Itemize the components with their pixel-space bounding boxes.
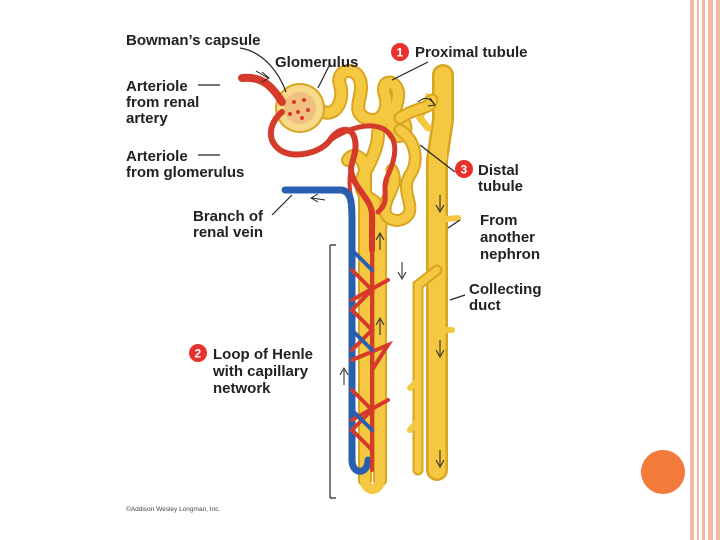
label-henle-line2: with capillary <box>212 363 309 380</box>
label-renal-vein-line2: renal vein <box>193 224 263 241</box>
label-arteriole-glomerulus-line2: from glomerulus <box>126 164 244 181</box>
label-bowmans-capsule: Bowman’s capsule <box>126 32 261 49</box>
badge-henle <box>189 344 207 362</box>
label-collecting-duct-line1: Collecting <box>469 281 542 298</box>
label-distal-line2: tubule <box>478 178 523 195</box>
capillary-network <box>349 248 394 472</box>
label-henle-line3: network <box>213 380 271 397</box>
arteriole-vessels <box>238 73 398 253</box>
label-another-nephron-line3: nephron <box>480 246 540 263</box>
badge-henle-number: 2 <box>195 347 202 361</box>
nephron-tubule <box>313 64 439 494</box>
collecting-duct <box>407 64 461 481</box>
label-distal-line1: Distal <box>478 162 519 179</box>
label-another-nephron-line1: From <box>480 212 518 229</box>
bowmans-capsule <box>275 83 325 133</box>
decorative-stripe <box>690 0 694 540</box>
decorative-stripe <box>716 0 720 540</box>
badge-distal-number: 3 <box>461 163 468 177</box>
label-arteriole-glomerulus-line1: Arteriole <box>126 148 188 165</box>
label-proximal-tubule: Proximal tubule <box>415 44 528 61</box>
accent-circle <box>641 450 685 494</box>
label-henle-line1: Loop of Henle <box>213 346 313 363</box>
renal-vein-branch <box>281 186 372 475</box>
label-arteriole-renal-line1: Arteriole <box>126 78 188 95</box>
decorative-stripe <box>697 0 699 540</box>
badge-distal <box>455 160 473 178</box>
copyright-credit: ©Addison Wesley Longman, Inc. <box>126 505 220 513</box>
decorative-stripe <box>702 0 705 540</box>
badge-proximal <box>391 43 409 61</box>
decorative-stripe <box>708 0 713 540</box>
leader-lines <box>198 47 466 499</box>
label-arteriole-renal-line3: artery <box>126 110 168 127</box>
label-arteriole-renal-line2: from renal <box>126 94 199 111</box>
badge-proximal-number: 1 <box>397 46 404 60</box>
label-collecting-duct-line2: duct <box>469 297 501 314</box>
label-glomerulus: Glomerulus <box>275 54 358 71</box>
flow-arrows <box>255 70 445 469</box>
label-another-nephron-line2: another <box>480 229 535 246</box>
label-renal-vein-line1: Branch of <box>193 208 264 225</box>
